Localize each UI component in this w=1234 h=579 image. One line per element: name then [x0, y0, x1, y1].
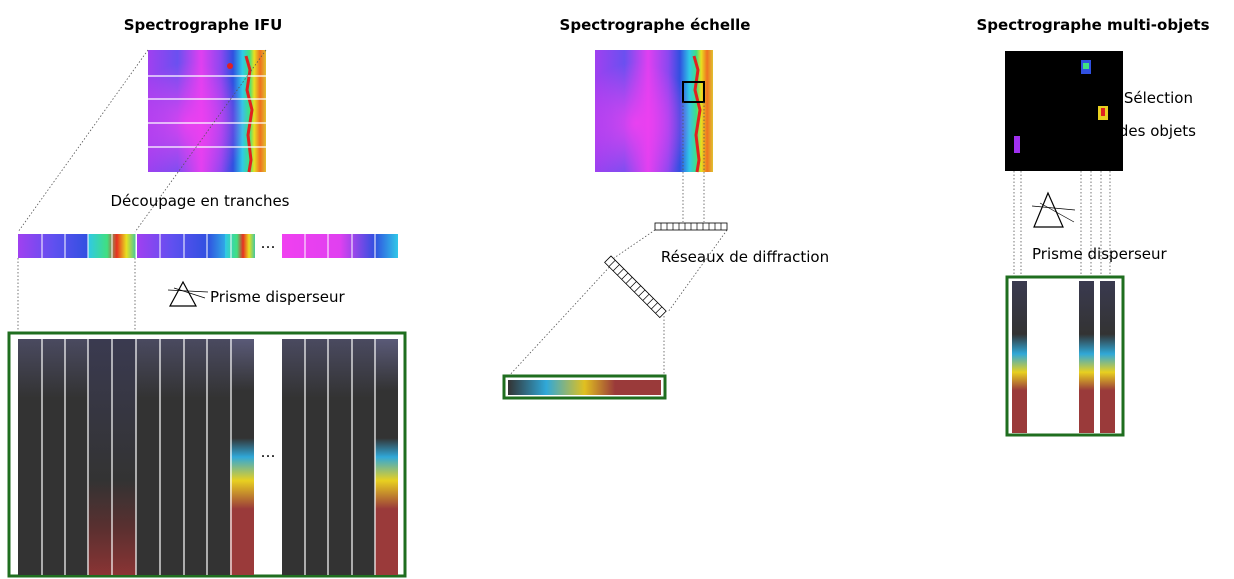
echelle-sky-field — [595, 50, 713, 173]
multi-object-spectrum-2 — [1079, 281, 1094, 433]
ifu-title: Spectrographe IFU — [124, 16, 283, 34]
diagonal-grating-icon — [604, 255, 667, 319]
multi-object-title: Spectrographe multi-objets — [977, 16, 1210, 34]
grating-icon — [654, 222, 728, 231]
ifu-sky-field — [148, 50, 266, 173]
ifu-panel: Spectrographe IFU Découpage en tranches — [7, 16, 407, 578]
ifu-prism-label: Prisme disperseur — [210, 288, 346, 306]
grating-label: Réseaux de diffraction — [661, 248, 829, 266]
multi-object-projection-lines — [1013, 171, 1111, 278]
multi-object-prism-label: Prisme disperseur — [1032, 245, 1168, 263]
selection-label-line1: Sélection — [1124, 89, 1193, 107]
multi-object-sky-field — [1005, 51, 1123, 171]
selected-region-box — [682, 81, 705, 103]
echelle-projection-lines — [506, 102, 728, 379]
multi-object-prism-icon — [1031, 191, 1076, 228]
prism-icon — [167, 280, 209, 307]
echelle-panel: Spectrographe échelle — [502, 16, 829, 400]
multi-object-panel: Spectrographe multi-objets Sélection des… — [977, 16, 1210, 437]
echelle-spectrum — [508, 380, 661, 395]
multi-object-spectrum-1 — [1012, 281, 1027, 433]
ifu-projection-lines — [17, 49, 267, 336]
echelle-title: Spectrographe échelle — [560, 16, 751, 34]
multi-object-spectrum-3 — [1100, 281, 1115, 433]
slice-ellipsis: … — [261, 234, 276, 252]
ifu-slice-strip — [18, 234, 398, 258]
spectra-ellipsis: … — [261, 443, 276, 461]
ifu-spectra-block — [18, 339, 398, 575]
selection-label-line2: des objets — [1119, 122, 1196, 140]
slicing-label: Découpage en tranches — [111, 192, 290, 210]
